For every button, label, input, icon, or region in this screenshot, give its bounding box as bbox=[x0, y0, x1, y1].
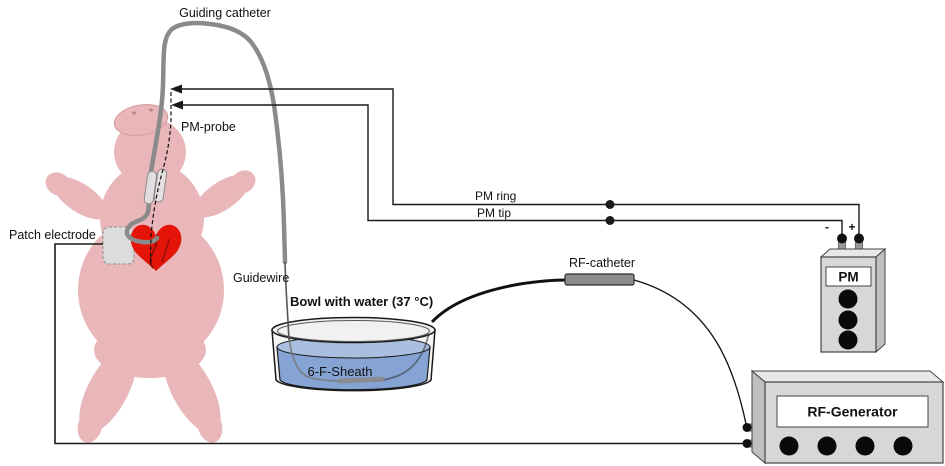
rfgen-terminal-bottom bbox=[742, 439, 752, 448]
arrowhead-pm-ring bbox=[170, 84, 182, 94]
sheath-capsule-left bbox=[143, 170, 158, 205]
rfgen-terminal-top bbox=[742, 423, 752, 432]
pig-hind-right-paw bbox=[197, 409, 223, 443]
guiding-catheter-tube bbox=[148, 20, 288, 265]
rfgen-box-side bbox=[751, 369, 766, 465]
rfgen-knob[interactable] bbox=[893, 436, 913, 456]
pm-terminal-minus bbox=[837, 233, 847, 244]
guidewire-line bbox=[284, 261, 290, 341]
label-6f-sheath: 6-F-Sheath bbox=[307, 364, 372, 379]
introducer-sheaths bbox=[143, 168, 168, 205]
rfgen-knob[interactable] bbox=[855, 436, 875, 456]
arrowhead-pm-tip bbox=[171, 100, 183, 110]
heart-crease-right bbox=[161, 238, 170, 263]
pm-display-label: PM bbox=[838, 270, 858, 285]
patch-electrode-pad bbox=[102, 226, 135, 265]
label-pm-tip: PM tip bbox=[477, 206, 511, 220]
label-rf-catheter: RF-catheter bbox=[569, 256, 635, 270]
pm-knob[interactable] bbox=[838, 330, 858, 350]
pm-terminal-plus bbox=[854, 233, 864, 244]
label-guidewire: Guidewire bbox=[233, 271, 289, 285]
water-bowl bbox=[271, 316, 436, 392]
label-patch-electrode: Patch electrode bbox=[9, 228, 96, 242]
rfgen-display-label: RF-Generator bbox=[807, 404, 898, 420]
pig-front-right-paw bbox=[230, 170, 256, 194]
bowl-rim bbox=[271, 316, 436, 344]
pm-ring-wire bbox=[181, 88, 860, 236]
junction-dot-tip bbox=[605, 216, 615, 225]
label-pm-probe: PM-probe bbox=[181, 120, 236, 134]
pm-knob[interactable] bbox=[838, 289, 858, 309]
pm-box-top bbox=[819, 248, 887, 258]
pig-snout bbox=[113, 104, 169, 136]
pm-tip-wire bbox=[182, 104, 843, 236]
circuit-wires bbox=[54, 88, 860, 445]
label-pm-ring: PM ring bbox=[475, 189, 516, 203]
rfgen-display bbox=[776, 395, 929, 428]
rfgen-knob[interactable] bbox=[779, 436, 799, 456]
rf-cable-thin bbox=[633, 279, 747, 425]
six-f-sheath-tube bbox=[337, 376, 385, 384]
pacemaker-device: PM bbox=[819, 233, 887, 354]
bowl-rim-inner bbox=[277, 320, 430, 342]
pm-knob[interactable] bbox=[838, 310, 858, 330]
rf-catheter-handle bbox=[564, 273, 635, 286]
label-polarity-plus: + bbox=[848, 220, 855, 234]
pig-figure bbox=[45, 104, 256, 443]
pig-front-left-paw bbox=[45, 172, 71, 196]
label-polarity-minus: - bbox=[825, 220, 829, 234]
pig-nostril-right bbox=[149, 108, 153, 112]
pig-nostril-left bbox=[132, 111, 136, 115]
patch-electrode-wire bbox=[54, 243, 747, 445]
label-guiding-catheter: Guiding catheter bbox=[179, 6, 271, 20]
rfgen-knob[interactable] bbox=[817, 436, 837, 456]
pm-display bbox=[825, 266, 872, 287]
pm-box-side bbox=[875, 247, 886, 354]
rfgen-box-top bbox=[750, 370, 945, 383]
guidewire-in-water bbox=[288, 335, 346, 382]
rf-cable-thick bbox=[430, 278, 567, 324]
label-bowl-with-water: Bowl with water (37 °C) bbox=[290, 294, 433, 309]
rf-generator-device: RF-Generator bbox=[742, 369, 945, 465]
junction-dot-ring bbox=[605, 200, 615, 209]
heart-icon bbox=[130, 224, 182, 271]
pig-hind-left-paw bbox=[77, 409, 103, 443]
